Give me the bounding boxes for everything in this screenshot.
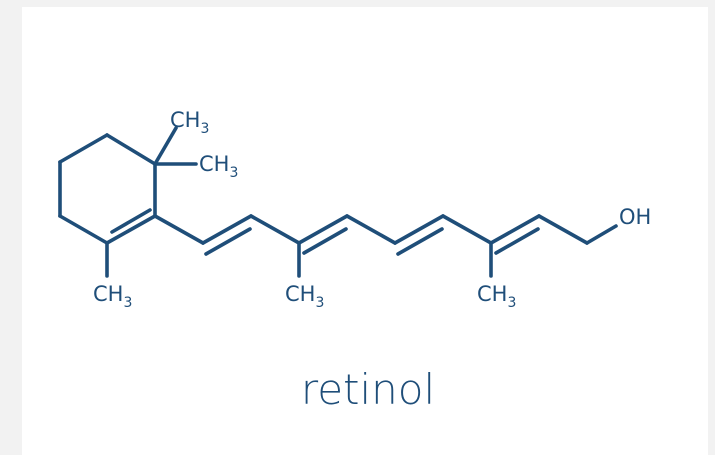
ch3-gem-top-label: CH3	[170, 108, 209, 137]
ring-bond-1	[105, 133, 157, 166]
cyclohexene-ring	[58, 133, 157, 245]
ring-bond-5-double-inner	[110, 208, 152, 234]
molecule-name: retinol	[301, 365, 435, 414]
chain-bond-7	[441, 214, 493, 245]
chain-bond-2-double	[201, 214, 253, 245]
chain-bond-9	[537, 214, 589, 245]
chain-bond-4-double	[297, 214, 349, 245]
chain-bond-8-double-inner	[494, 227, 540, 255]
chain-bond-1	[153, 214, 205, 245]
gem-methyl-bond-top	[153, 126, 178, 166]
chain-bond-2-double-inner	[204, 227, 252, 256]
ring-bond-2	[58, 133, 109, 164]
polyene-chain	[153, 214, 618, 256]
chain-bond-5	[345, 214, 397, 245]
chain-bond-3	[249, 214, 301, 245]
chain-bond-6-double	[393, 214, 445, 245]
chain-bond-4-double-inner	[302, 227, 348, 255]
diagram-frame	[22, 7, 708, 455]
hydroxyl-label: OH	[619, 205, 651, 229]
ring-bond-4	[58, 214, 109, 245]
ch3-chain-1-label: CH3	[285, 282, 324, 311]
ch3-gem-right-label: CH3	[199, 152, 238, 181]
ch3-ring-bottom-label: CH3	[93, 282, 132, 311]
chain-bond-10	[585, 224, 618, 245]
chain-bond-6-double-inner	[396, 227, 444, 256]
chain-bond-8-double	[489, 214, 541, 245]
ring-bond-5-double	[105, 214, 157, 245]
ch3-chain-2-label: CH3	[477, 282, 516, 311]
